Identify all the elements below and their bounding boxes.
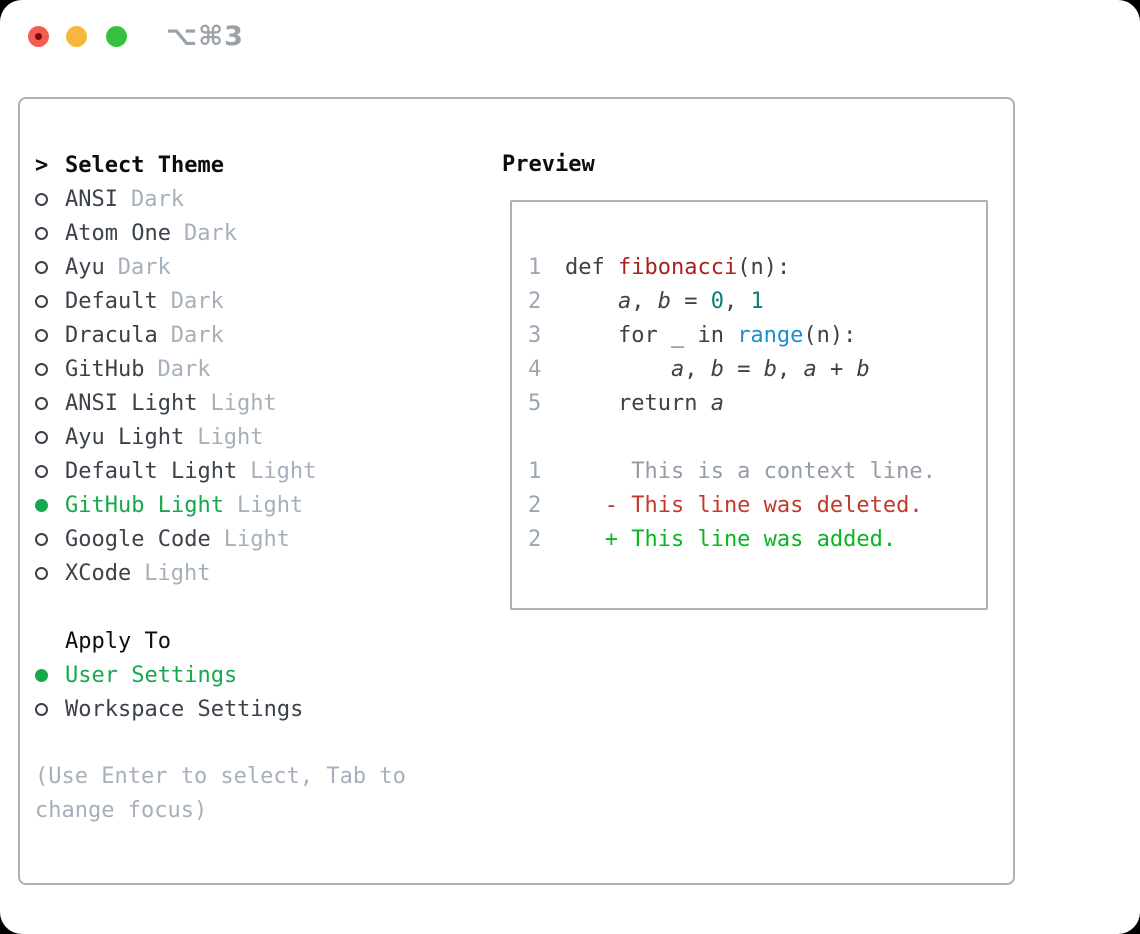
radio-icon <box>35 396 65 410</box>
theme-option-google-code[interactable]: Google Code Light <box>35 522 480 556</box>
theme-variant-badge: Dark <box>170 322 224 348</box>
minimize-button[interactable] <box>66 26 87 47</box>
spacer <box>35 726 480 760</box>
keyboard-hint: (Use Enter to select, Tab to change focu… <box>35 764 406 823</box>
theme-name: Default <box>65 288 158 314</box>
radio-icon <box>35 328 65 342</box>
theme-option-atom-one[interactable]: Atom One Dark <box>35 216 480 250</box>
theme-name: Ayu Light <box>65 424 185 450</box>
line-number: 4 <box>528 356 542 382</box>
theme-variant-badge: Light <box>236 492 304 518</box>
diff-preview: 1 This is a context line.2 - This line w… <box>528 454 986 556</box>
theme-option-dracula[interactable]: Dracula Dark <box>35 318 480 352</box>
theme-variant-badge: Dark <box>117 254 171 280</box>
select-theme-header: > Select Theme <box>35 148 480 182</box>
select-theme-label: Select Theme <box>65 152 224 178</box>
diff-text: + This line was added. <box>565 526 897 552</box>
theme-name: XCode <box>65 560 132 586</box>
window-title: ⌥⌘3 <box>166 20 244 52</box>
line-number: 2 <box>528 288 542 314</box>
theme-name: Ayu <box>65 254 105 280</box>
theme-variant-badge: Light <box>197 424 264 450</box>
apply-option-name: Workspace Settings <box>65 696 304 722</box>
diff-line: 2 - This line was deleted. <box>528 488 986 522</box>
apply-option-name: User Settings <box>65 662 238 688</box>
spacer <box>35 590 480 624</box>
close-button[interactable] <box>28 26 49 47</box>
theme-variant-badge: Light <box>144 560 211 586</box>
code-line: 4 a, b = b, a + b <box>528 356 870 382</box>
preview-label: Preview <box>502 152 595 177</box>
theme-variant-badge: Dark <box>157 356 211 382</box>
apply-option-user-settings[interactable]: User Settings <box>35 658 480 692</box>
radio-icon <box>35 362 65 376</box>
apply-to-label: Apply To <box>65 628 171 654</box>
spacer <box>528 420 986 454</box>
diff-line: 1 This is a context line. <box>528 454 986 488</box>
theme-name: Google Code <box>65 526 211 552</box>
theme-name: ANSI Light <box>65 390 198 416</box>
theme-name: GitHub Light <box>65 492 224 518</box>
line-number: 3 <box>528 322 542 348</box>
diff-line: 2 + This line was added. <box>528 522 986 556</box>
apply-option-workspace-settings[interactable]: Workspace Settings <box>35 692 480 726</box>
code-line: 5 return a <box>528 390 724 416</box>
theme-option-ayu-light[interactable]: Ayu Light Light <box>35 420 480 454</box>
radio-icon <box>35 464 65 478</box>
theme-name: ANSI <box>65 186 118 212</box>
radio-icon <box>35 192 65 206</box>
theme-option-ayu[interactable]: Ayu Dark <box>35 250 480 284</box>
theme-option-github-light[interactable]: GitHub Light Light <box>35 488 480 522</box>
theme-option-github[interactable]: GitHub Dark <box>35 352 480 386</box>
theme-variant-badge: Light <box>250 458 317 484</box>
selection-pointer-icon: > <box>35 152 49 178</box>
theme-variant-badge: Light <box>210 390 277 416</box>
radio-icon <box>35 532 65 546</box>
line-number: 5 <box>528 390 542 416</box>
theme-option-ansi-light[interactable]: ANSI Light Light <box>35 386 480 420</box>
radio-icon <box>35 702 65 716</box>
radio-icon <box>35 294 65 308</box>
radio-icon <box>35 430 65 444</box>
zoom-button[interactable] <box>106 26 127 47</box>
theme-option-default-light[interactable]: Default Light Light <box>35 454 480 488</box>
theme-variant-badge: Dark <box>183 220 237 246</box>
line-number: 1 <box>528 254 542 280</box>
close-dot-icon <box>35 33 42 40</box>
line-number: 2 <box>528 526 542 552</box>
theme-name: Default Light <box>65 458 238 484</box>
theme-name: Dracula <box>65 322 158 348</box>
apply-to-header: Apply To <box>35 624 480 658</box>
code-line: 2 a, b = 0, 1 <box>528 288 764 314</box>
line-number: 2 <box>528 492 542 518</box>
radio-icon <box>35 566 65 580</box>
theme-name: Atom One <box>65 220 171 246</box>
titlebar: ⌥⌘3 <box>0 0 1140 72</box>
theme-option-default[interactable]: Default Dark <box>35 284 480 318</box>
diff-text: - This line was deleted. <box>565 492 923 518</box>
theme-name: GitHub <box>65 356 145 382</box>
radio-icon <box>35 498 65 512</box>
radio-icon <box>35 226 65 240</box>
theme-variant-badge: Dark <box>170 288 224 314</box>
theme-option-xcode[interactable]: XCode Light <box>35 556 480 590</box>
theme-variant-badge: Dark <box>130 186 184 212</box>
line-number: 1 <box>528 458 542 484</box>
theme-variant-badge: Light <box>223 526 290 552</box>
radio-icon <box>35 260 65 274</box>
diff-text: This is a context line. <box>565 458 936 484</box>
theme-option-ansi[interactable]: ANSI Dark <box>35 182 480 216</box>
code-line: 3 for _ in range(n): <box>528 322 857 348</box>
radio-icon <box>35 668 65 682</box>
